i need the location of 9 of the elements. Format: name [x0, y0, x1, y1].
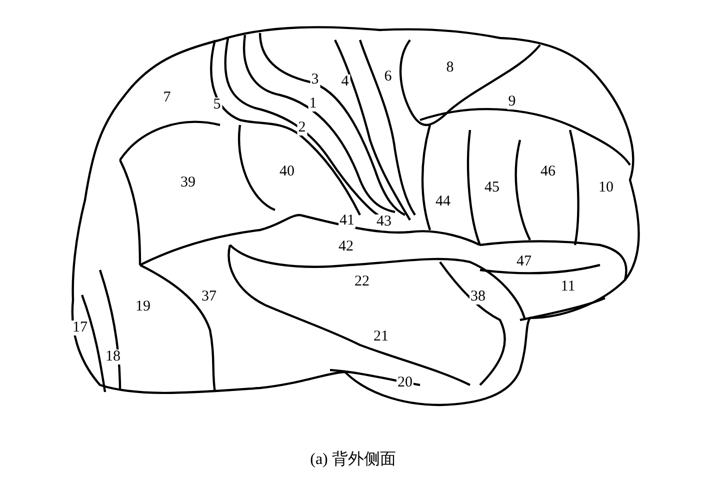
- area-number: 18: [104, 350, 122, 364]
- area-number: 41: [338, 214, 356, 228]
- area-number: 3: [310, 72, 320, 88]
- caption: (a) 背外侧面: [309, 450, 397, 470]
- area-number: 9: [507, 94, 517, 110]
- area-number: 1: [308, 96, 318, 112]
- area-number: 17: [72, 320, 88, 336]
- area-number: 2: [297, 120, 307, 136]
- area-number: 38: [470, 290, 486, 304]
